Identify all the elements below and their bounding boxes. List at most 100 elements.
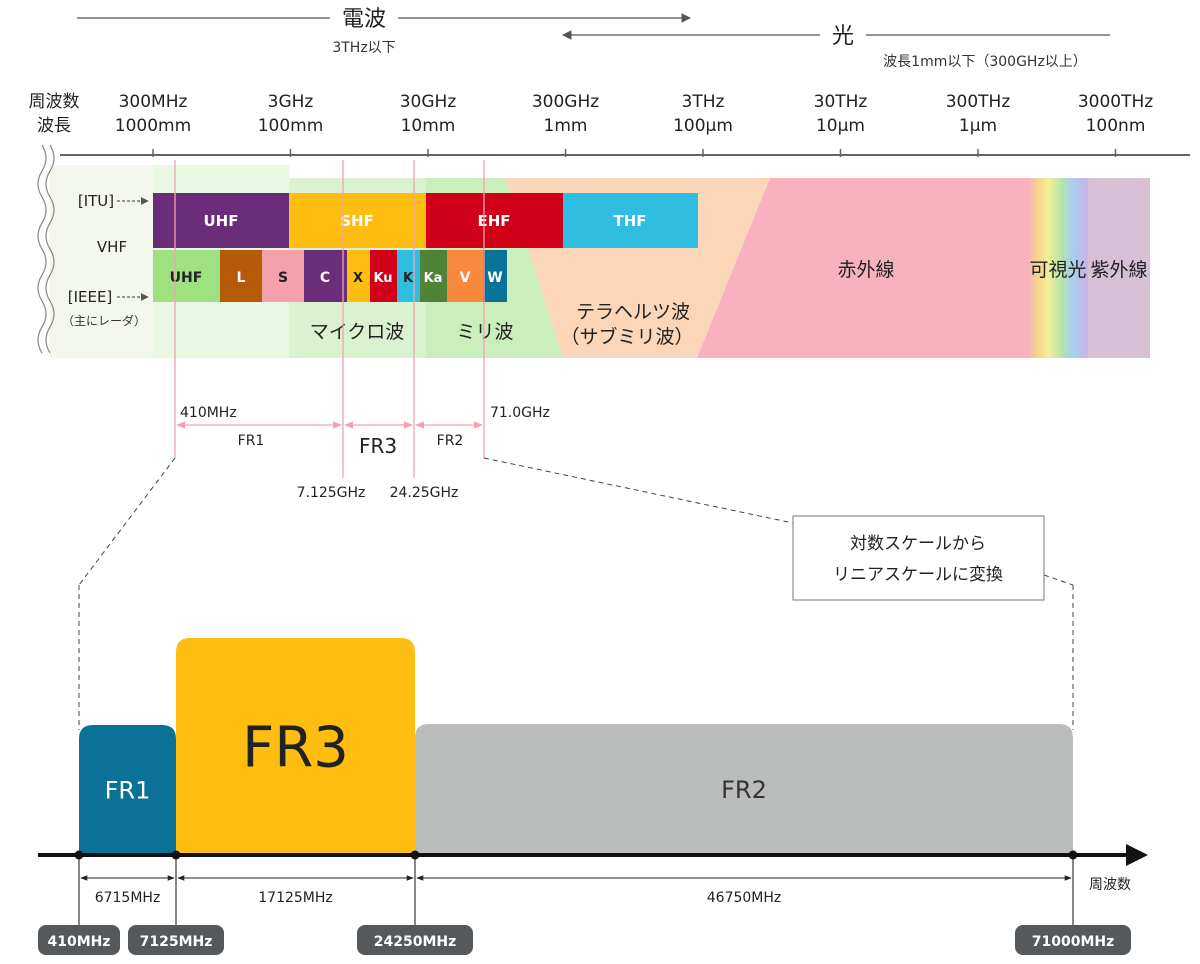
ieee-note: （主にレーダ） [62, 313, 146, 328]
axis-break-icon [37, 144, 55, 354]
fr1-log-label: FR1 [238, 433, 265, 449]
bg-ultraviolet [1088, 178, 1150, 358]
ieee-band-c-label: C [320, 270, 330, 286]
itu-band-ehf-label: EHF [477, 212, 510, 230]
ieee-bands: UHF L S C X Ku K Ka V W [153, 250, 507, 302]
marker-71ghz-label: 71.0GHz [490, 405, 550, 421]
ieee-band-uhf-label: UHF [170, 270, 203, 286]
radio-header: 電波 3THz以下 [77, 7, 691, 56]
projection-right-diagonal [483, 457, 794, 524]
projection-right-diagonal-2 [1043, 574, 1074, 586]
bg-vhf [50, 165, 153, 358]
axis-tick-wave: 1mm [544, 116, 588, 136]
endpoint-badge [128, 925, 224, 955]
ieee-band-ku [370, 250, 397, 302]
region-ultraviolet-label: 紫外線 [1090, 259, 1147, 281]
ieee-band-ku-label: Ku [373, 271, 392, 286]
marker-2425ghz-label: 24.25GHz [390, 485, 459, 501]
radio-sub: 3THz以下 [332, 40, 395, 56]
marker-7125ghz-label: 7.125GHz [297, 485, 366, 501]
width-label: 17125MHz [258, 890, 333, 906]
light-header: 光 波長1mm以下（300GHz以上） [562, 24, 1110, 70]
scale-callout-box [792, 515, 1045, 601]
vhf-label: VHF [97, 238, 127, 256]
ieee-band-v-label: V [460, 270, 471, 286]
ieee-band-ka [420, 250, 447, 302]
radio-label: 電波 [342, 7, 386, 32]
projection-lines [78, 457, 1074, 730]
block-fr1 [79, 725, 176, 855]
width-label: 6715MHz [95, 890, 161, 906]
region-visible-label: 可視光 [1029, 259, 1086, 281]
block-fr1-label: FR1 [105, 777, 151, 805]
ieee-band-w-label: W [487, 270, 502, 286]
linear-axis-label: 周波数 [1089, 877, 1131, 893]
axis-tick-wave: 100nm [1086, 116, 1146, 136]
endpoint-badge-label: 7125MHz [140, 934, 213, 950]
ieee-band-s [262, 250, 304, 302]
axis-tick-wave: 10mm [401, 116, 456, 136]
ieee-band-x [347, 250, 370, 302]
axis-wave-label: 波長 [37, 116, 71, 136]
itu-band-shf [289, 193, 426, 248]
axis-tick-wave: 100μm [673, 116, 733, 136]
block-fr2-label: FR2 [721, 776, 767, 804]
scale-callout-line1: 対数スケールから [850, 534, 986, 554]
block-fr2 [415, 724, 1073, 855]
ieee-band-ka-label: Ka [424, 271, 443, 286]
axis-tick-freq: 300THz [946, 92, 1011, 112]
region-submm-label: （サブミリ波） [560, 325, 693, 348]
axis-tick-freq: 30GHz [400, 92, 457, 112]
marker-410mhz-label: 410MHz [180, 405, 237, 421]
axis-freq-label: 周波数 [29, 92, 80, 112]
light-sub: 波長1mm以下（300GHz以上） [883, 54, 1087, 70]
axis-tick-freq: 30THz [814, 92, 868, 112]
fr-marker-lines [174, 160, 485, 478]
width-label: 46750MHz [707, 890, 782, 906]
endpoint-badge-label: 24250MHz [374, 934, 457, 950]
ieee-band-x-label: X [353, 271, 363, 286]
axis-tick-freq: 300MHz [119, 92, 188, 112]
endpoint-badge [1015, 925, 1131, 955]
endpoint-badge [38, 925, 120, 955]
scale-callout: 対数スケールから リニアスケールに変換 [792, 515, 1045, 601]
block-fr3-label: FR3 [242, 716, 349, 781]
axis-tick-freq: 3THz [682, 92, 725, 112]
endpoint-badge [357, 925, 473, 955]
endpoint-badge-label: 410MHz [47, 934, 110, 950]
region-thz-label: テラヘルツ波 [576, 301, 690, 323]
ieee-band-v [447, 250, 483, 302]
itu-bands: UHF SHF EHF THF [153, 193, 698, 248]
region-infrared-label: 赤外線 [837, 259, 894, 281]
bg-infrared [697, 178, 1028, 358]
ieee-band-l-label: L [237, 270, 246, 286]
projection-left-diagonal [78, 457, 176, 586]
bg-visible [1028, 178, 1088, 358]
region-milli-label: ミリ波 [456, 321, 513, 343]
light-label: 光 [832, 24, 854, 49]
fr3-log-label: FR3 [359, 434, 397, 458]
itu-band-ehf [426, 193, 563, 248]
ieee-band-l [220, 250, 262, 302]
itu-band-uhf [153, 193, 289, 248]
axis-tick-freq: 3GHz [268, 92, 314, 112]
ieee-band-s-label: S [278, 270, 288, 286]
itu-band-thf [563, 193, 698, 248]
axis-tick-wave: 1000mm [115, 116, 191, 136]
linear-axis-arrow-icon [1126, 844, 1148, 866]
axis-tick-wave: 1μm [959, 116, 997, 136]
ieee-band-c [304, 250, 347, 302]
ieee-band-uhf [153, 250, 220, 302]
itu-label: [ITU] [78, 192, 114, 210]
itu-band-uhf-label: UHF [204, 212, 239, 230]
ieee-label: [IEEE] [68, 288, 113, 306]
axis-tick-freq: 300GHz [532, 92, 599, 112]
axis-tick-wave: 100mm [258, 116, 324, 136]
axis-tick-freq: 3000THz [1078, 92, 1153, 112]
region-micro-label: マイクロ波 [310, 321, 405, 343]
itu-band-shf-label: SHF [340, 212, 374, 230]
axis-tick-wave: 10μm [816, 116, 865, 136]
